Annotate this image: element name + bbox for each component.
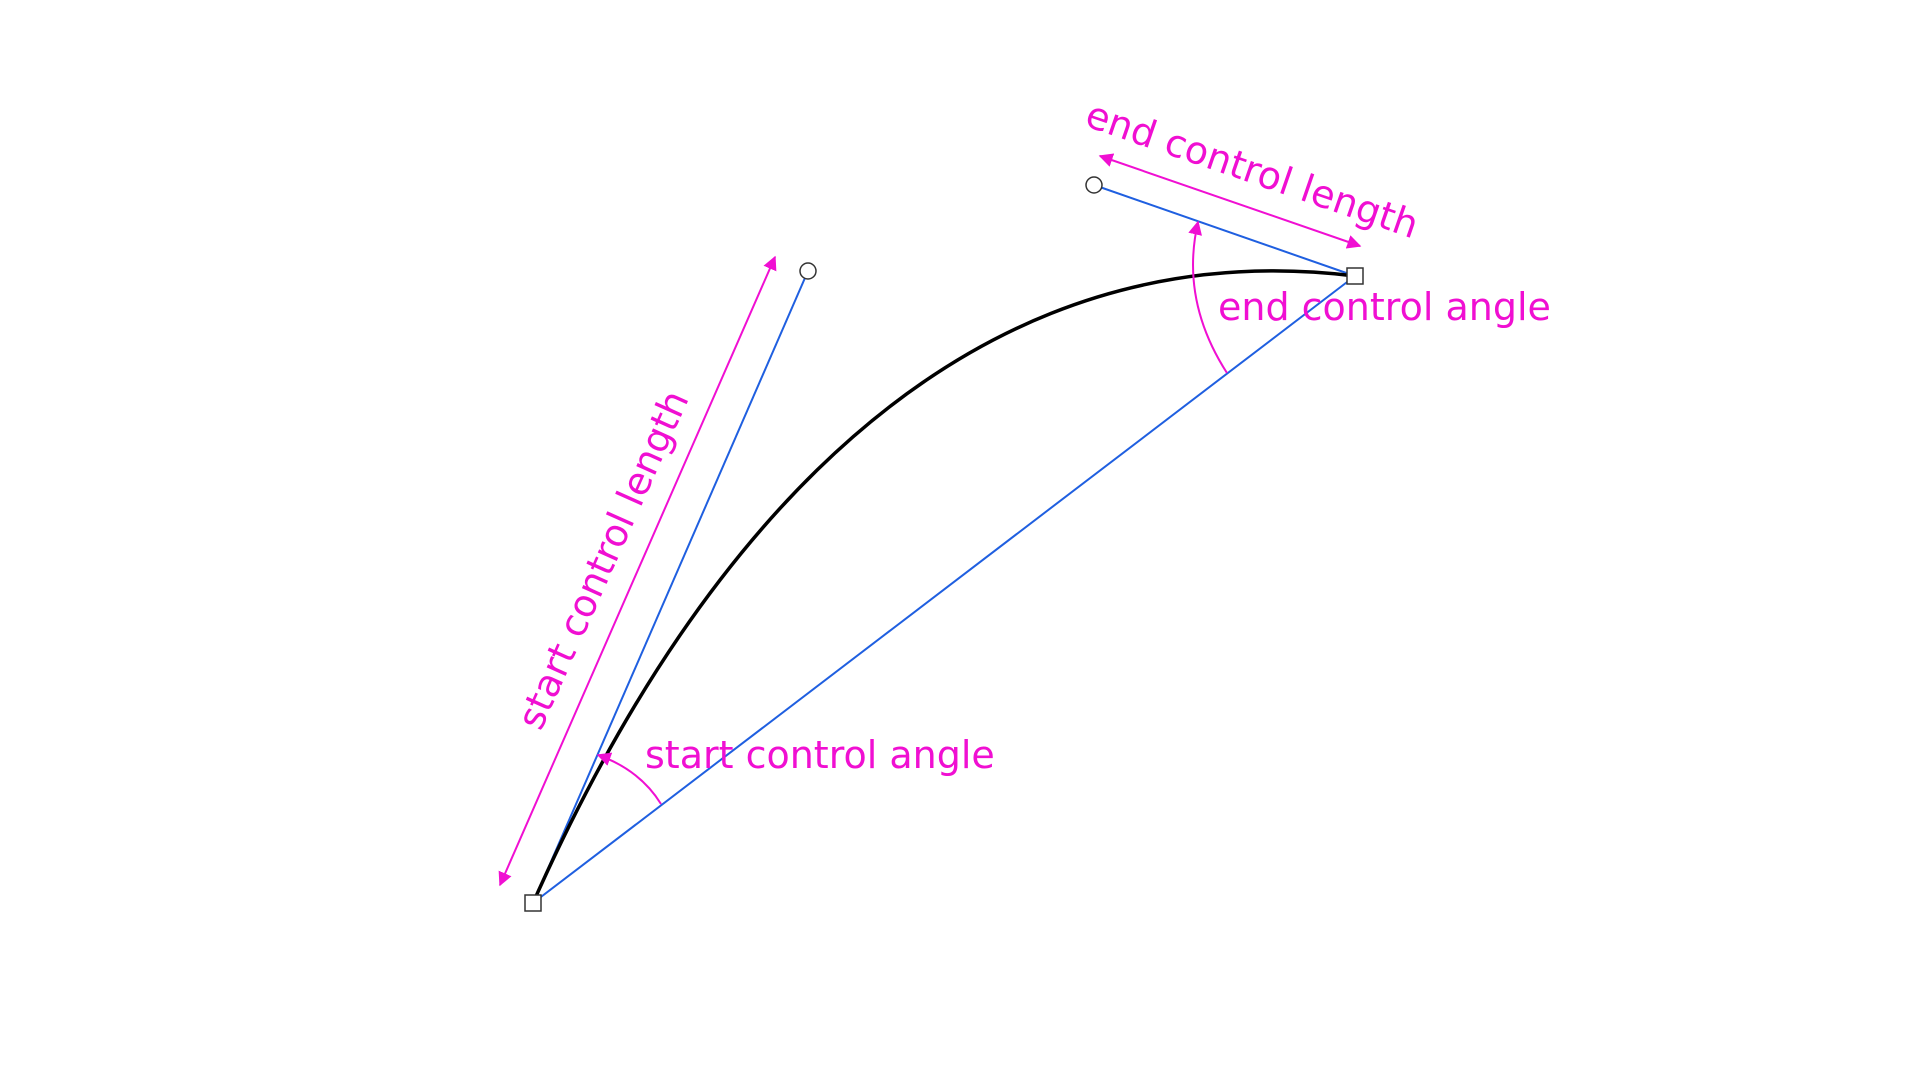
end-anchor-point[interactable] xyxy=(1346,267,1364,285)
start-control-length-arrow xyxy=(498,255,777,887)
start-control-angle-label: start control angle xyxy=(645,733,995,777)
start-anchor-point[interactable] xyxy=(524,894,542,912)
end-control-angle-arc xyxy=(1188,220,1228,374)
end-control-handle[interactable] xyxy=(1085,176,1103,194)
end-control-length-arrow xyxy=(1098,153,1362,249)
start-control-handle[interactable] xyxy=(799,262,817,280)
start-control-length-label: start control length xyxy=(509,384,698,736)
start-control-angle-arc xyxy=(596,752,662,805)
end-control-length-label: end control length xyxy=(1080,92,1424,247)
end-control-angle-label: end control angle xyxy=(1218,285,1551,329)
